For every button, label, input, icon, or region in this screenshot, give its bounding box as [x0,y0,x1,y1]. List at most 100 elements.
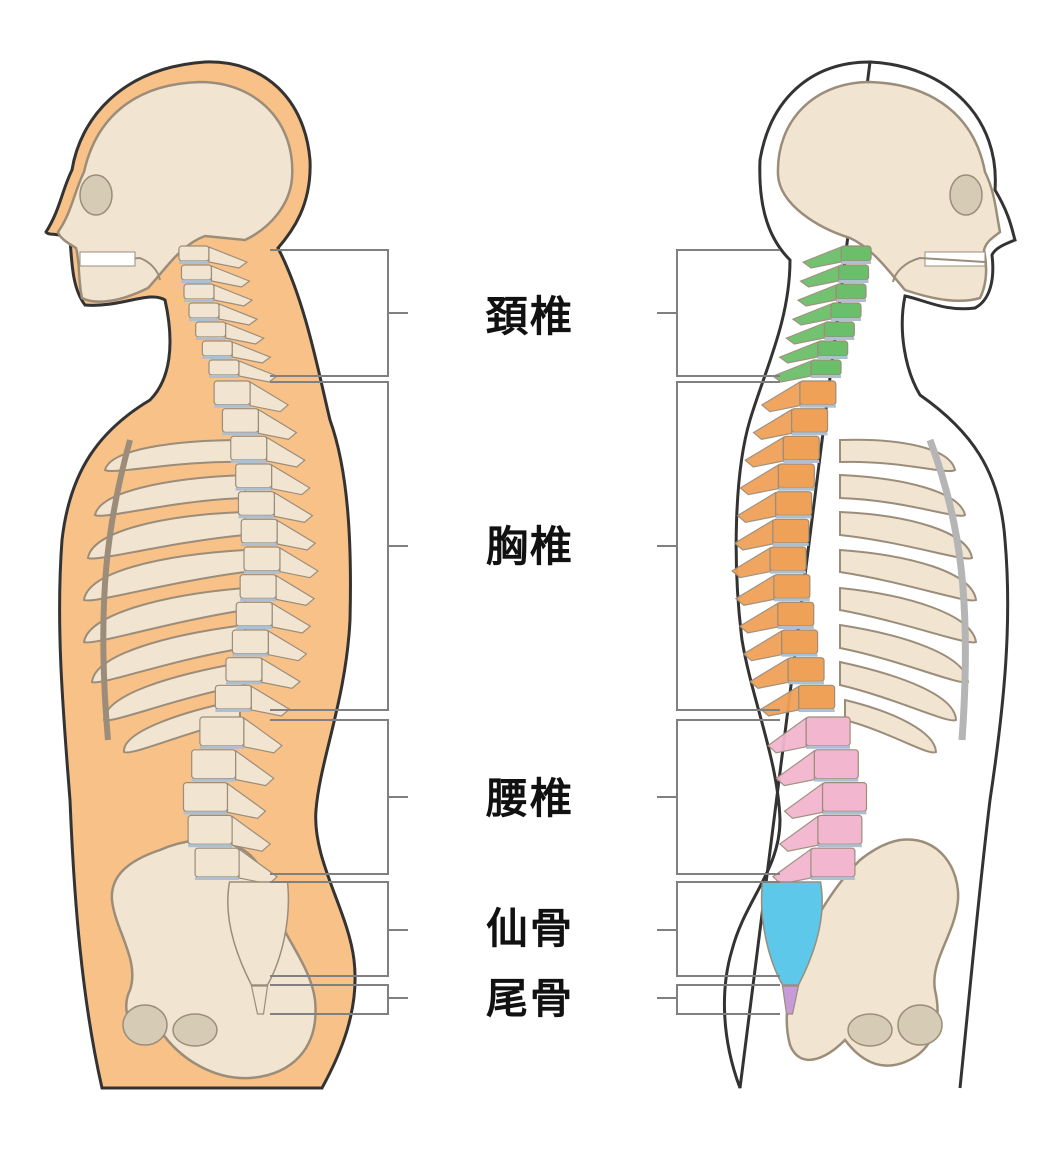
vertebra-body [225,657,263,682]
spinous-process [748,657,789,689]
vertebra-body [777,601,815,627]
left-brackets [270,249,408,1015]
intervertebral-disc [178,261,209,264]
spinous-process [796,284,837,307]
spinous-process [799,265,840,288]
vertebra-body [180,264,213,281]
intervertebral-disc [772,543,809,546]
intervertebral-disc [189,318,220,321]
vertebra-body [188,302,220,319]
spinous-process [759,685,800,717]
intervertebral-disc [814,778,859,782]
intervertebral-disc [225,681,262,685]
spinous-process [783,782,824,820]
vertebra-body [239,574,277,599]
region-bracket [657,381,780,711]
spinous-process [771,360,812,383]
vertebra-body [782,435,820,461]
intervertebral-disc [841,261,872,264]
intervertebral-disc [791,432,828,436]
vertebra-body [769,546,807,572]
intervertebral-disc [241,543,278,546]
intervertebral-disc [817,356,848,359]
spinous-process [275,574,316,606]
intervertebral-disc [184,299,214,302]
intervertebral-disc [188,844,233,848]
intervertebral-disc [775,515,812,519]
vertebra-body [240,518,278,544]
spinous-process [261,657,302,689]
vertebra-body [237,491,276,516]
intervertebral-disc [836,299,866,302]
coccyx [250,985,269,1015]
spinous-process [226,782,267,820]
spinous-process [736,491,777,523]
vertebra-body [799,380,837,406]
intervertebral-disc [208,375,239,378]
intervertebral-disc [195,877,240,880]
intervertebral-disc [199,745,244,749]
intervertebral-disc [799,404,836,408]
spinous-process [213,284,254,307]
right-eye-socket [949,174,983,216]
intervertebral-disc [191,778,236,782]
vertebra-body [787,657,825,682]
spinous-process [218,303,259,326]
vertebra-body [187,814,233,845]
spinous-process [257,408,298,440]
intervertebral-disc [788,681,825,685]
intervertebral-disc [235,487,272,491]
intervertebral-disc [243,570,280,574]
vertebra-body [235,463,273,489]
intervertebral-disc [798,709,835,712]
intervertebral-disc [811,375,842,378]
spinous-process [279,546,320,579]
spinous-process [771,848,812,885]
intervertebral-disc [838,280,869,283]
intervertebral-disc [783,460,820,463]
spinous-process [742,629,783,662]
intervertebral-disc [236,626,273,629]
right-figure [722,60,1017,1089]
intervertebral-disc [778,487,815,491]
intervertebral-disc [781,653,818,657]
intervertebral-disc [195,337,226,340]
intervertebral-disc [817,844,862,848]
right-rib-cage [839,438,978,754]
vertebra-body [208,359,240,376]
intervertebral-disc [238,515,275,519]
left-sternum [100,439,133,741]
right-ischium [897,1004,943,1046]
spinous-process [778,815,819,852]
vertebra-body [773,574,811,599]
region-bracket [657,719,780,875]
spinous-process [739,463,779,496]
region-bracket [270,881,408,977]
vertebra-body [813,749,859,780]
region-bracket [657,984,780,1015]
label-sacrum: 仙骨 [485,904,574,953]
vertebra-body [817,340,849,357]
intervertebral-disc [770,570,807,574]
intervertebral-disc [822,811,867,815]
left-figure [44,60,357,1090]
vertebra-body [837,264,870,281]
right-spine [730,245,872,1015]
spinous-process [231,341,272,364]
intervertebral-disc [232,653,269,657]
intervertebral-disc [222,432,259,436]
intervertebral-disc [214,404,251,408]
vertebra-body [798,684,836,710]
intervertebral-disc [830,318,861,321]
spinous-process [801,246,842,269]
vertebra-body [214,684,252,710]
region-bracket [270,381,408,711]
intervertebral-disc [181,280,212,283]
intervertebral-disc [202,356,233,359]
vertebra-body [821,781,868,812]
vertebra-body [817,814,863,845]
spinous-process [273,491,314,523]
label-thoracic: 胸椎 [485,522,574,571]
spinous-process [271,463,311,496]
vertebra-body [195,321,227,338]
